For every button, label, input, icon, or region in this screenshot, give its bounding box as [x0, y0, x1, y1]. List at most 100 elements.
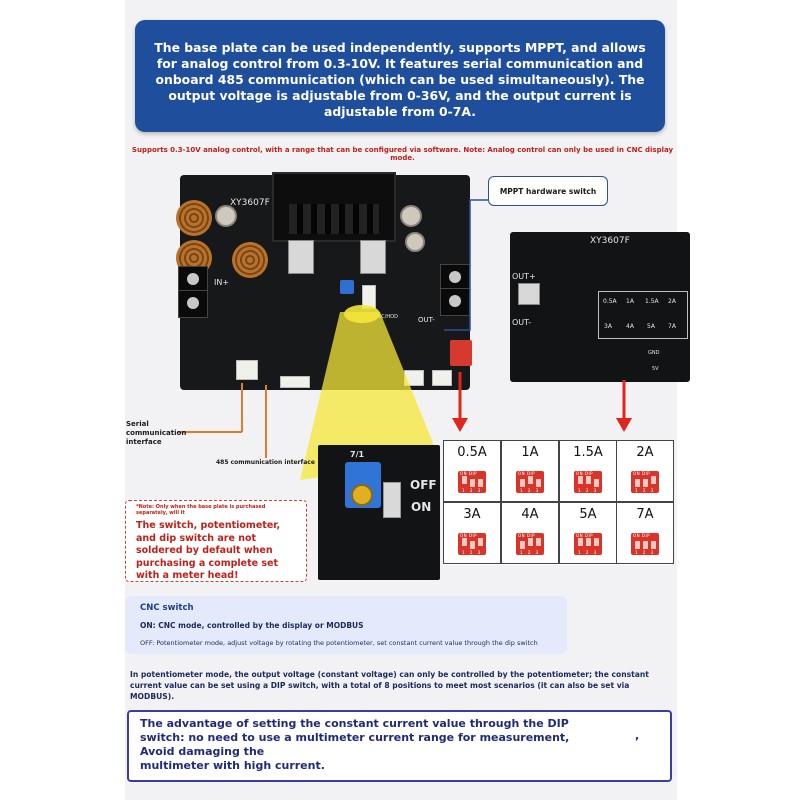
dip-toggle — [478, 479, 483, 487]
dip-toggle — [586, 538, 591, 546]
current-cell: 4A ON DIP 1 2 3 — [501, 502, 559, 564]
dip-on-text: ON DIP — [633, 471, 651, 476]
capacitor — [215, 205, 237, 227]
dip-toggle — [635, 479, 640, 487]
current-cell-label: 1.5A — [573, 445, 603, 460]
dip-switch-icon: ON DIP 1 2 3 — [574, 471, 602, 493]
analog-control-note: Supports 0.3-10V analog control, with a … — [131, 146, 674, 162]
dip-toggle — [586, 476, 591, 484]
inductor-coil — [176, 200, 212, 236]
backboard-out-minus: OUT- — [512, 318, 532, 327]
current-cell: 0.5A ON DIP 1 2 3 — [443, 440, 501, 502]
dip-toggle — [635, 541, 640, 549]
backboard-cell: 2A — [668, 298, 676, 305]
backboard-arrow-head — [616, 418, 632, 432]
cnc-on-text: ON: CNC mode, controlled by the display … — [140, 621, 364, 630]
cnc-title: CNC switch — [140, 603, 194, 613]
spotlight-beam — [300, 312, 440, 480]
zoomed-cnc-switch — [383, 482, 401, 518]
current-cell: 3A ON DIP 1 2 3 — [443, 502, 501, 564]
dip-number-text: 1 2 3 — [520, 488, 541, 493]
zoom-off-label: OFF — [410, 478, 437, 492]
board-out-label: OUT- — [418, 316, 435, 324]
current-cell: 2A ON DIP 1 2 3 — [616, 440, 674, 502]
potentiometer-mode-paragraph: In potentiometer mode, the output voltag… — [130, 670, 649, 701]
cnc-switch-box — [125, 596, 567, 654]
output-terminal — [440, 264, 470, 292]
dip-switch-icon: ON DIP 1 2 3 — [458, 471, 486, 493]
dip-toggle — [651, 476, 656, 484]
dip-arrow-head — [452, 418, 468, 432]
dip-number-text: 1 2 3 — [520, 550, 541, 555]
dip-number-text: 1 2 3 — [462, 550, 483, 555]
current-cell-label: 1A — [521, 445, 539, 460]
meter-back-board-photo — [510, 232, 690, 382]
backboard-cell: 1A — [626, 298, 634, 305]
header-text: The base plate can be used independently… — [154, 40, 646, 119]
mppt-callout: MPPT hardware switch — [488, 176, 608, 206]
dip-number-text: 1 2 3 — [578, 488, 599, 493]
capacitor — [400, 205, 422, 227]
backboard-cell: 7A — [668, 323, 676, 330]
output-terminal — [440, 288, 470, 316]
dip-toggle — [470, 479, 475, 487]
dip-toggle — [536, 538, 541, 546]
dip-on-text: ON DIP — [460, 471, 478, 476]
dip-toggle — [594, 479, 599, 487]
current-cell-label: 2A — [636, 445, 654, 460]
warning-box: *Note: Only when the base plate is purch… — [125, 500, 307, 582]
advantage-comma: , — [635, 729, 640, 742]
backboard-cell: 0.5A — [603, 298, 617, 305]
dip-on-text: ON DIP — [460, 533, 478, 538]
input-terminal — [178, 266, 208, 294]
backboard-current-grid — [598, 291, 688, 339]
dip-switch-icon: ON DIP 1 2 3 — [516, 533, 544, 555]
connector — [280, 376, 310, 388]
warning-big-text: The switch, potentiometer, and dip switc… — [136, 520, 281, 581]
backboard-pin-5v: 5V — [652, 366, 659, 372]
dip-switch-icon: ON DIP 1 2 3 — [516, 471, 544, 493]
board-cnc-label: CNC/HOD — [374, 314, 398, 320]
backboard-out-plus: OUT+ — [512, 272, 536, 281]
dip-toggle — [520, 479, 525, 487]
advantage-line3: multimeter with high current. — [140, 759, 325, 772]
dip-switch-icon: ON DIP 1 2 3 — [631, 471, 659, 493]
dip-number-text: 1 2 3 — [462, 488, 483, 493]
mppt-callout-line — [444, 199, 488, 331]
dip-toggle — [528, 476, 533, 484]
dip-on-text: ON DIP — [576, 533, 594, 538]
input-terminal — [178, 290, 208, 318]
header-banner: The base plate can be used independently… — [135, 20, 665, 132]
potentiometer — [340, 280, 354, 294]
backboard-cell: 1.5A — [645, 298, 659, 305]
current-cell: 1A ON DIP 1 2 3 — [501, 440, 559, 502]
dip-toggle — [470, 541, 475, 549]
current-cell-label: 0.5A — [457, 445, 487, 460]
dip-switch — [450, 340, 472, 366]
dip-toggle — [528, 538, 533, 546]
dip-toggle — [462, 538, 467, 546]
backboard-cell: 4A — [626, 323, 634, 330]
current-cell-label: 3A — [463, 507, 481, 522]
dip-on-text: ON DIP — [518, 471, 536, 476]
board-model-label: XY3607F — [230, 198, 270, 208]
heatsink-mosfet — [360, 240, 386, 274]
current-cell-label: 4A — [521, 507, 539, 522]
backboard-model-label: XY3607F — [590, 236, 630, 246]
connector — [432, 370, 452, 386]
current-cell-label: 7A — [636, 507, 654, 522]
zoomed-potentiometer — [345, 462, 381, 508]
dip-on-text: ON DIP — [576, 471, 594, 476]
backboard-cell: 3A — [604, 323, 612, 330]
current-cell: 1.5A ON DIP 1 2 3 — [559, 440, 617, 502]
dip-on-text: ON DIP — [518, 533, 536, 538]
backboard-cell: 5A — [647, 323, 655, 330]
dip-number-text: 1 2 3 — [635, 488, 656, 493]
rs485-callout: 485 communication interface — [216, 459, 315, 466]
dip-toggle — [478, 538, 483, 546]
board-in-label: IN+ — [214, 278, 230, 287]
dip-toggle — [578, 476, 583, 484]
dip-toggle — [594, 538, 599, 546]
